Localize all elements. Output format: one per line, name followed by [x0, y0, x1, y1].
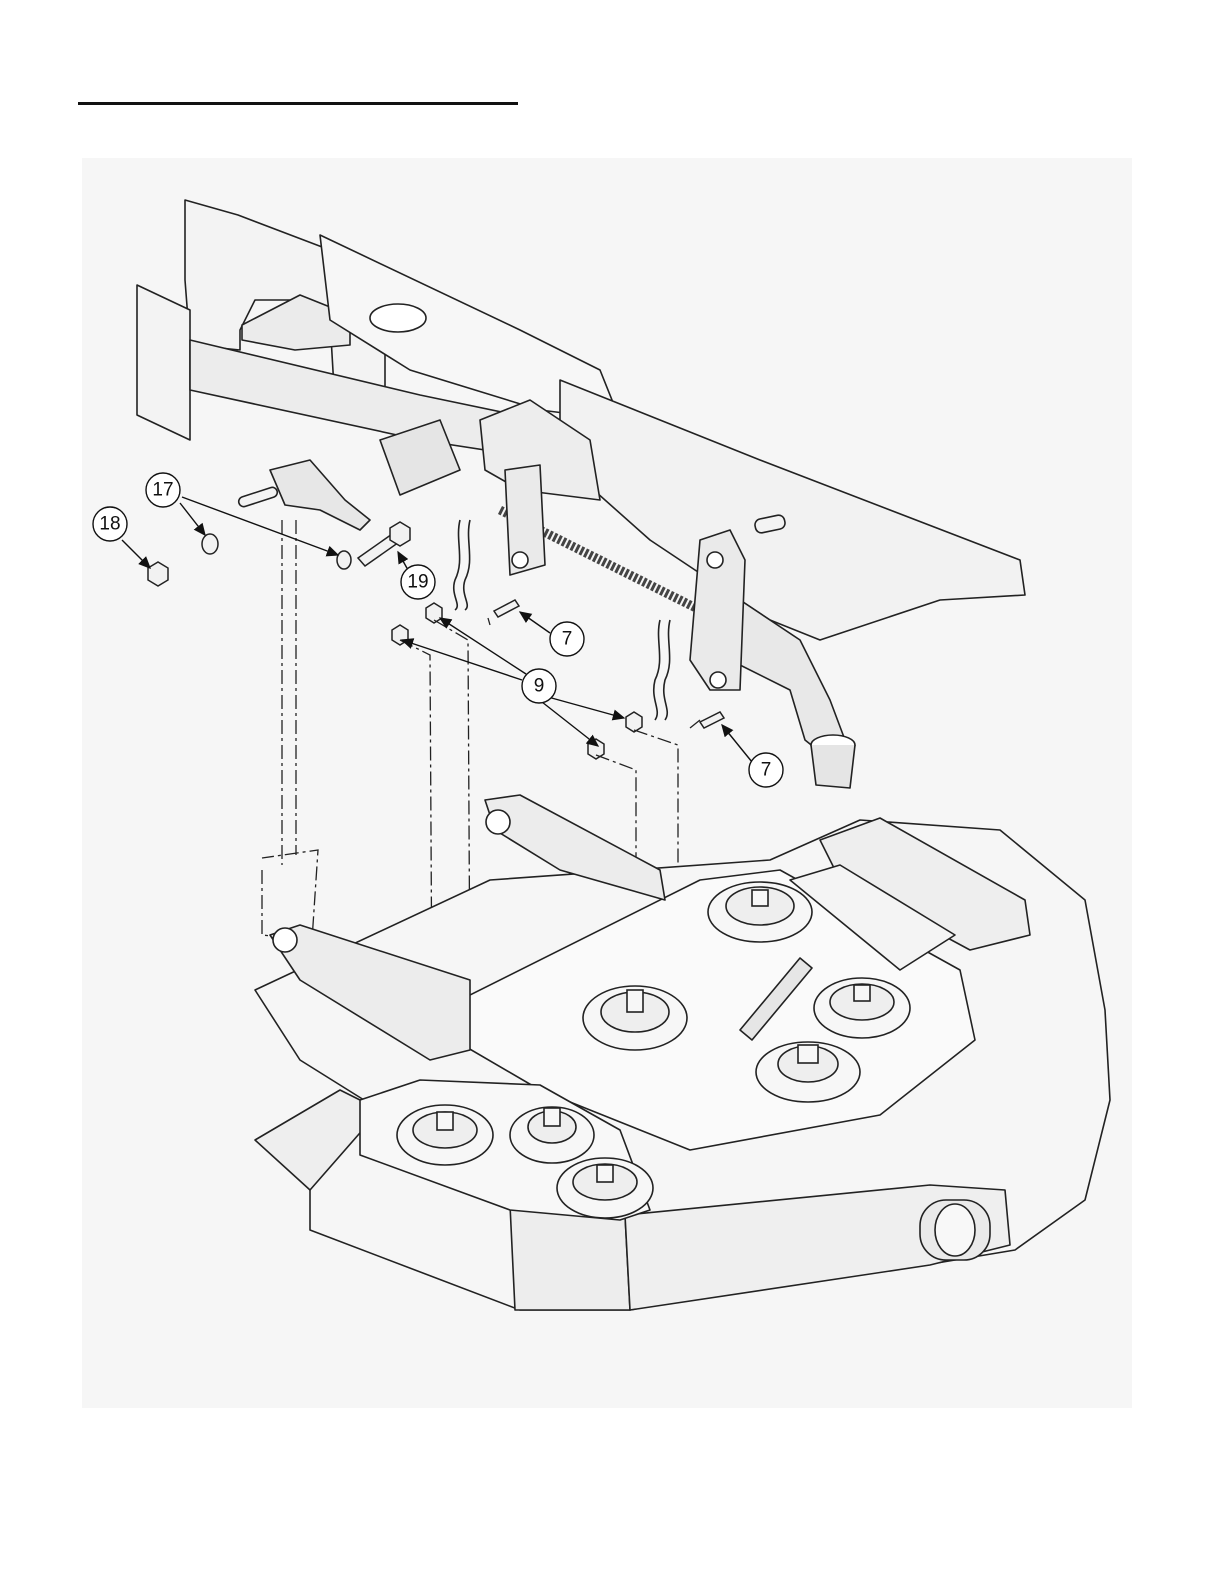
- pulley: [510, 1107, 594, 1163]
- pulley: [557, 1158, 653, 1218]
- mower-deck: [255, 795, 1110, 1310]
- chassis-frame: [137, 200, 1025, 788]
- svg-text:7: 7: [562, 629, 573, 650]
- leader-9b: [440, 618, 526, 674]
- leader-18: [122, 540, 150, 568]
- leader-7a: [520, 612, 550, 633]
- lift-chains: [454, 520, 670, 720]
- leader-19: [398, 552, 408, 570]
- callout-7-upper: 7: [550, 622, 584, 656]
- svg-text:18: 18: [99, 514, 120, 535]
- pulley: [583, 986, 687, 1050]
- pulley: [397, 1105, 493, 1165]
- callout-18: 18: [93, 507, 127, 541]
- callout-17: 17: [146, 473, 180, 507]
- callout-7-lower: 7: [749, 753, 783, 787]
- hardware-parts: [148, 522, 724, 759]
- pulley: [814, 978, 910, 1038]
- svg-text:9: 9: [534, 676, 545, 697]
- callout-19: 19: [401, 565, 435, 599]
- pulley: [756, 1042, 860, 1102]
- pulley: [708, 882, 812, 942]
- callout-9: 9: [522, 669, 556, 703]
- svg-text:17: 17: [152, 480, 173, 501]
- leader-17a: [180, 503, 205, 535]
- leader-7b: [722, 725, 752, 762]
- svg-text:19: 19: [407, 572, 428, 593]
- svg-text:7: 7: [761, 760, 772, 781]
